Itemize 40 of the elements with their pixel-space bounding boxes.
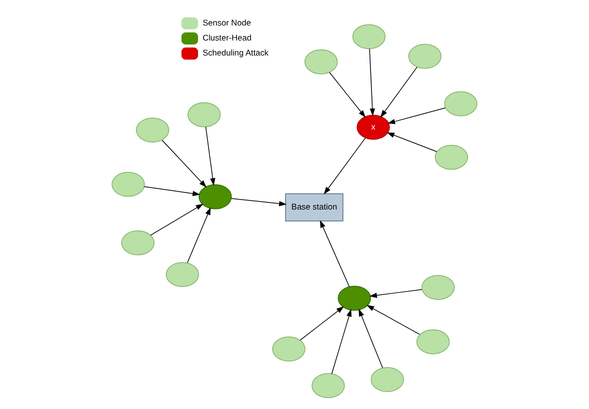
node-circle — [112, 172, 145, 197]
arrow — [300, 306, 344, 341]
legend-label: Scheduling Attack — [202, 48, 269, 58]
legend-label: Cluster-Head — [202, 32, 252, 43]
arrow — [369, 289, 422, 298]
node-circle — [338, 286, 371, 311]
node-circle — [444, 91, 478, 116]
node-ellipse: x — [356, 114, 390, 140]
node-circle — [304, 49, 338, 74]
arrow — [150, 204, 204, 236]
node-circle — [121, 230, 154, 256]
node-box: Base station — [285, 193, 344, 222]
node-circle — [198, 184, 232, 210]
arrow — [329, 72, 366, 118]
node-circle — [272, 336, 306, 362]
node-circle — [312, 373, 345, 398]
arrow — [380, 66, 418, 118]
node-circle — [408, 44, 442, 69]
node-circle — [434, 144, 468, 170]
arrow — [144, 186, 200, 196]
arrow — [320, 220, 350, 288]
node-circle — [352, 24, 386, 50]
arrow — [386, 132, 438, 152]
arrow — [358, 308, 383, 368]
arrow — [230, 198, 287, 206]
node-circle — [370, 367, 404, 392]
arrow — [331, 309, 352, 374]
node-circle — [188, 102, 221, 128]
arrow — [387, 108, 446, 124]
arrow — [187, 207, 211, 264]
node-circle — [416, 329, 450, 354]
node-circle — [136, 118, 170, 142]
arrow — [369, 48, 376, 116]
node-circle — [166, 262, 200, 288]
legend-label: Sensor Node — [202, 17, 252, 28]
arrow — [366, 304, 420, 335]
arrow — [205, 126, 216, 186]
arrow — [162, 140, 207, 188]
arrow — [324, 138, 366, 194]
node-circle — [422, 274, 455, 300]
